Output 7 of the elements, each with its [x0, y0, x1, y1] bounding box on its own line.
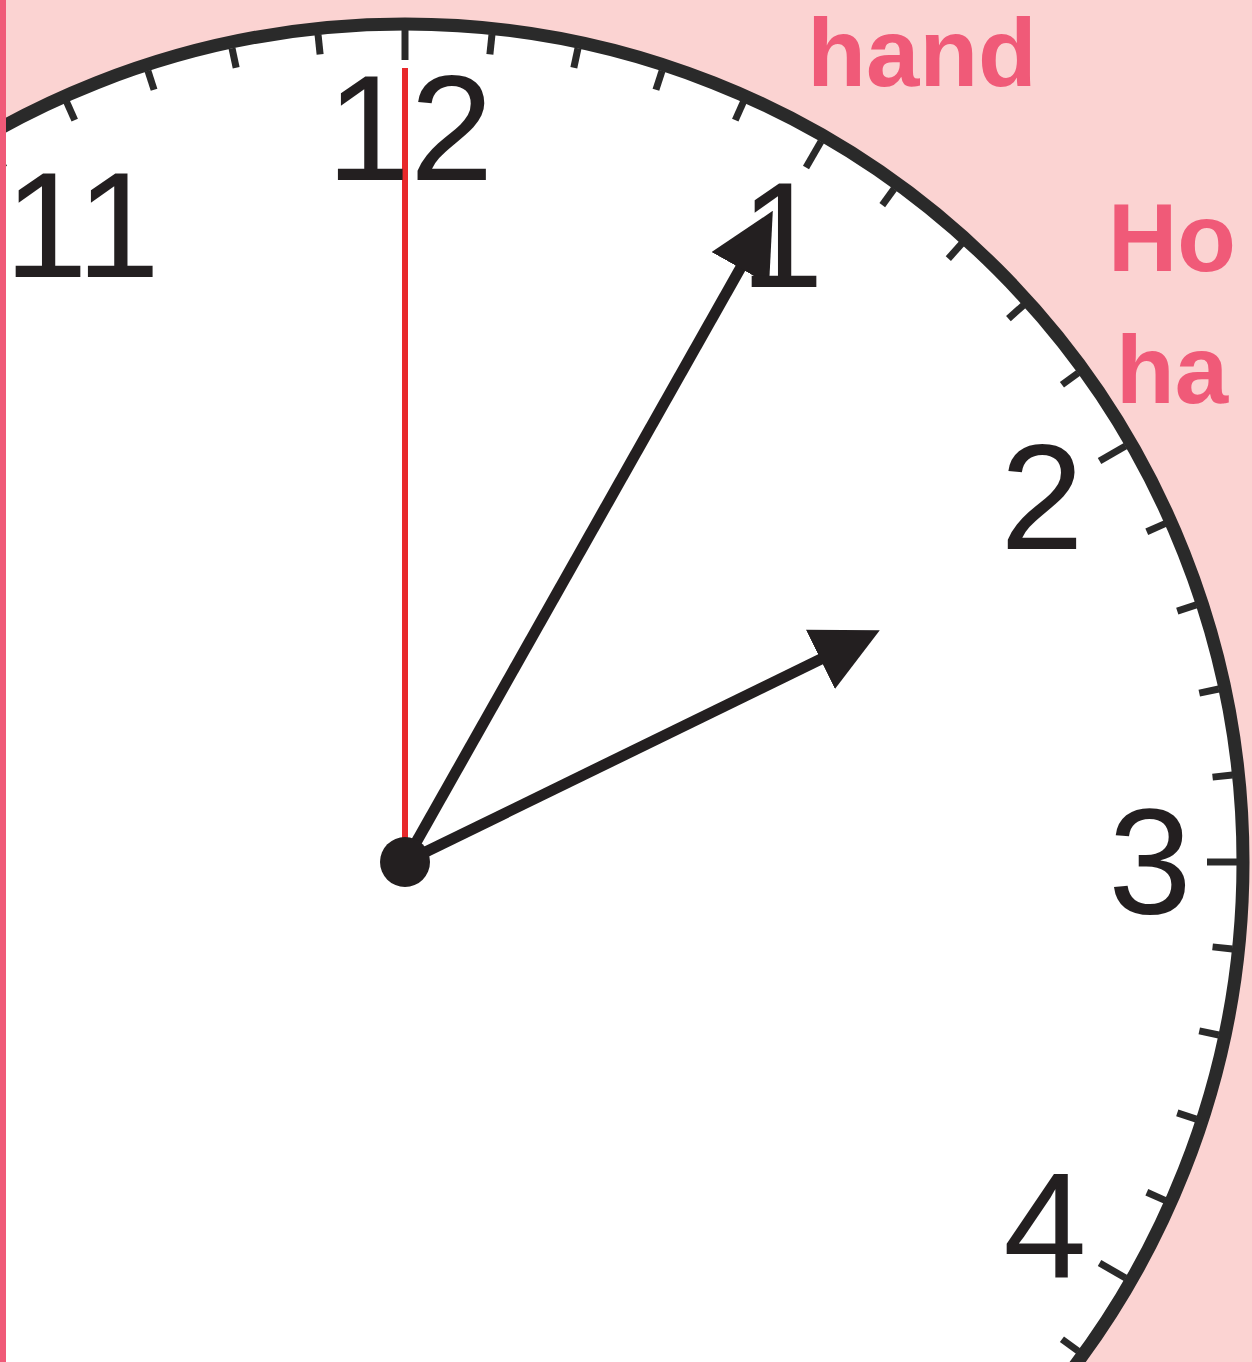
hand-label: ha: [1116, 322, 1228, 418]
hand-label: hand: [807, 5, 1037, 101]
hand-label: Ho: [1108, 190, 1236, 286]
clock-numeral: 3: [1108, 787, 1192, 937]
clock-numeral: 4: [1003, 1150, 1087, 1300]
clock-numeral: 11: [4, 150, 160, 300]
clock-numeral: 2: [1000, 422, 1084, 572]
